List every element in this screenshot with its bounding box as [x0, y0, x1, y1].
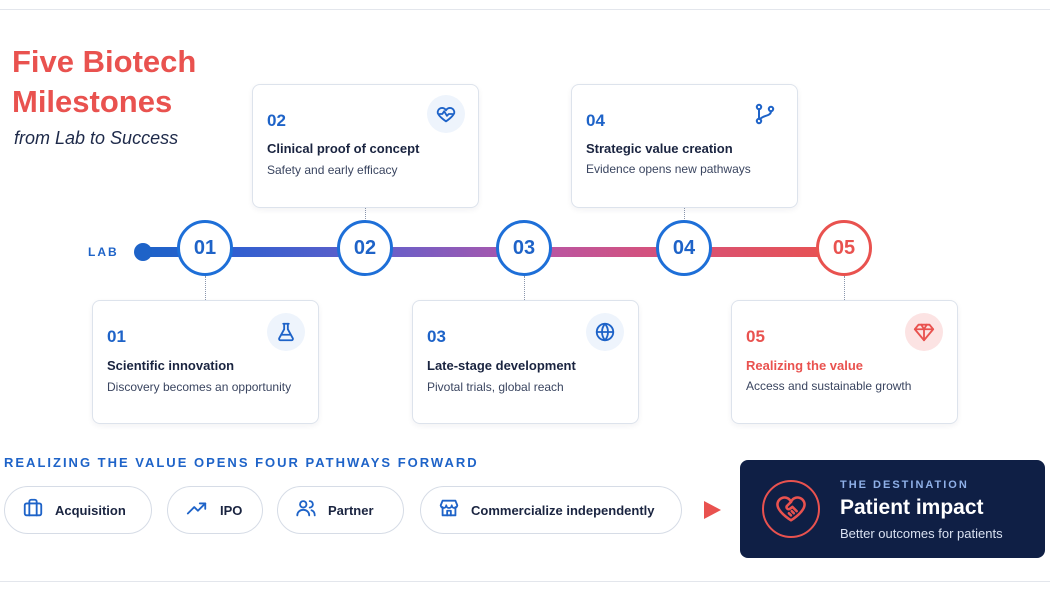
page-subtitle: from Lab to Success [14, 128, 179, 148]
globe-icon [586, 313, 624, 351]
connector-01 [205, 276, 206, 300]
timeline-node-05: 05 [816, 220, 872, 276]
heartbeat-icon [427, 95, 465, 133]
pathway-partner[interactable]: Partner [277, 486, 404, 534]
destination-title: Patient impact [840, 496, 984, 519]
pathway-label: Partner [328, 502, 374, 518]
milestone-desc: Pivotal trials, global reach [427, 380, 564, 394]
milestone-number: 02 [267, 111, 286, 130]
diamond-icon [905, 313, 943, 351]
trending-up-icon [184, 497, 210, 524]
timeline-node-02: 02 [337, 220, 393, 276]
destination-kicker: THE DESTINATION [840, 479, 969, 491]
milestone-title: Late-stage development [427, 358, 576, 373]
branch-icon [746, 95, 784, 133]
pathway-label: Acquisition [55, 502, 126, 518]
milestone-card-01: 01 Scientific innovation Discovery becom… [92, 300, 319, 424]
timeline-node-04: 04 [656, 220, 712, 276]
milestone-desc: Access and sustainable growth [746, 379, 912, 393]
milestone-card-03: 03 Late-stage development Pivotal trials… [412, 300, 639, 424]
milestone-desc: Discovery becomes an opportunity [107, 380, 292, 394]
users-icon [294, 497, 318, 524]
milestone-title: Strategic value creation [586, 141, 733, 156]
destination-desc: Better outcomes for patients [840, 526, 1003, 541]
milestone-number: 05 [746, 327, 765, 346]
milestone-card-02: 02 Clinical proof of concept Safety and … [252, 84, 479, 208]
timeline-start-dot [134, 243, 152, 261]
pathways-heading: REALIZING THE VALUE OPENS FOUR PATHWAYS … [4, 455, 479, 470]
timeline-track [145, 247, 845, 257]
milestone-title: Realizing the value [746, 358, 864, 373]
connector-05 [844, 276, 845, 300]
heart-handshake-icon [762, 480, 820, 538]
connector-02 [365, 207, 366, 221]
timeline-node-01: 01 [177, 220, 233, 276]
milestone-card-04: 04 Strategic value creation Evidence ope… [571, 84, 798, 208]
milestone-number: 01 [107, 327, 126, 346]
title-line-2: Milestones [12, 84, 173, 119]
briefcase-icon [21, 497, 45, 524]
pathway-ipo[interactable]: IPO [167, 486, 263, 534]
storefront-icon [437, 497, 461, 524]
pathway-label: Commercialize independently [471, 502, 655, 518]
bottom-divider [0, 581, 1050, 582]
flask-icon [267, 313, 305, 351]
milestone-title: Clinical proof of concept [267, 141, 420, 156]
milestone-desc: Safety and early efficacy [267, 163, 398, 177]
destination-card: THE DESTINATION Patient impact Better ou… [740, 460, 1045, 558]
pathway-acquisition[interactable]: Acquisition [4, 486, 152, 534]
milestone-title: Scientific innovation [107, 358, 235, 373]
connector-03 [524, 276, 525, 300]
pathway-commercialize[interactable]: Commercialize independently [420, 486, 682, 534]
milestone-number: 04 [586, 111, 605, 130]
milestone-card-05: 05 Realizing the value Access and sustai… [731, 300, 958, 424]
title-line-1: Five Biotech [12, 44, 197, 79]
timeline-start-label: LAB [88, 245, 119, 259]
arrow-right-icon [704, 501, 721, 519]
timeline-node-03: 03 [496, 220, 552, 276]
connector-04 [684, 207, 685, 221]
milestone-number: 03 [427, 327, 446, 346]
milestone-desc: Evidence opens new pathways [586, 162, 751, 176]
top-divider [0, 9, 1050, 10]
page-title: Five Biotech Milestones [12, 42, 196, 122]
pathway-label: IPO [220, 502, 243, 518]
